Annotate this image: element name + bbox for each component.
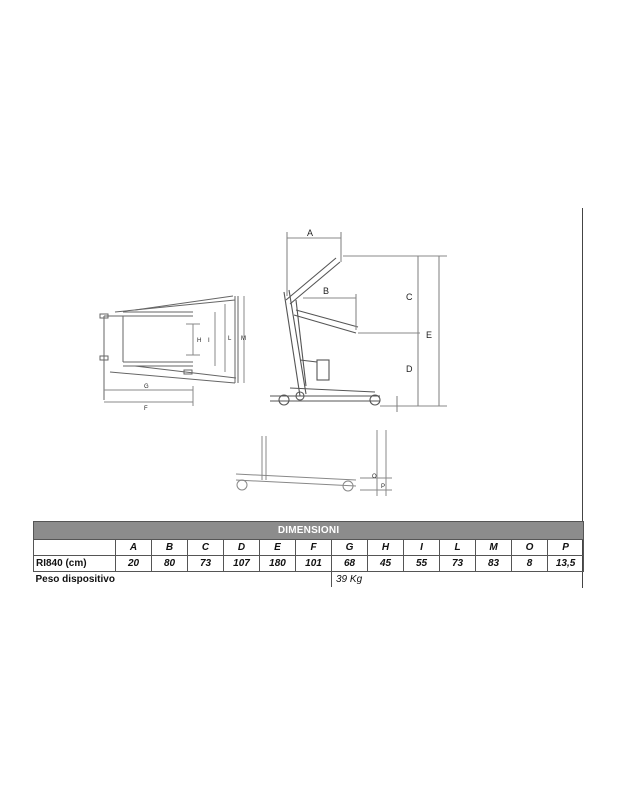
column-header: G — [331, 539, 368, 556]
column-header: M — [475, 539, 512, 556]
column-header: B — [151, 539, 188, 556]
table-cell: 45 — [367, 555, 404, 572]
table-cell: 180 — [259, 555, 296, 572]
dim-label-l: L — [228, 336, 232, 342]
table-cell: 101 — [295, 555, 332, 572]
column-header: H — [367, 539, 404, 556]
table-row: RI840 (cm) 20 80 73 107 180 101 68 45 55… — [33, 555, 585, 572]
corner-cell — [33, 539, 116, 556]
top-view-drawing — [99, 295, 245, 406]
table-cell: 73 — [187, 555, 224, 572]
table-cell: 83 — [475, 555, 512, 572]
column-header: L — [439, 539, 476, 556]
dim-label-b: B — [323, 286, 329, 296]
weight-row: Peso dispositivo 39 Kg — [34, 571, 584, 587]
weight-value: 39 Kg — [330, 571, 584, 587]
column-header: A — [115, 539, 152, 556]
dim-label-e: E — [426, 330, 432, 340]
technical-drawing: H I L M G F — [99, 228, 447, 496]
column-header: D — [223, 539, 260, 556]
side-view-drawing — [270, 232, 447, 412]
page-vertical-rule — [582, 208, 583, 588]
weight-label: Peso dispositivo — [35, 574, 115, 585]
column-header: P — [546, 539, 585, 556]
dim-label-m: M — [241, 336, 246, 342]
row-label: RI840 (cm) — [33, 555, 116, 572]
column-header: C — [187, 539, 224, 556]
column-header: O — [511, 539, 548, 556]
dim-label-c: C — [406, 292, 413, 302]
dim-label-d: D — [406, 364, 413, 374]
dimensions-table: DIMENSIONI A B C D E F G H I L M O P RI8… — [32, 521, 585, 587]
table-header-row: A B C D E F G H I L M O P — [33, 539, 585, 556]
dim-label-f: F — [144, 406, 148, 412]
table-cell: 13,5 — [546, 555, 585, 572]
table-cell: 68 — [331, 555, 368, 572]
table-cell: 73 — [439, 555, 476, 572]
column-header: E — [259, 539, 296, 556]
dim-label-i: I — [208, 338, 210, 344]
dim-label-h: H — [197, 338, 201, 344]
table-cell: 20 — [115, 555, 152, 572]
dim-label-a: A — [307, 228, 313, 238]
dim-label-g: G — [144, 384, 149, 390]
dim-label-o: O — [372, 474, 377, 480]
table-title: DIMENSIONI — [32, 521, 585, 540]
base-detail-drawing — [235, 430, 392, 496]
table-cell: 8 — [511, 555, 548, 572]
column-header: I — [403, 539, 440, 556]
table-cell: 80 — [151, 555, 188, 572]
table-cell: 107 — [223, 555, 260, 572]
table-cell: 55 — [403, 555, 440, 572]
dim-label-p: P — [381, 484, 385, 490]
column-header: F — [295, 539, 332, 556]
